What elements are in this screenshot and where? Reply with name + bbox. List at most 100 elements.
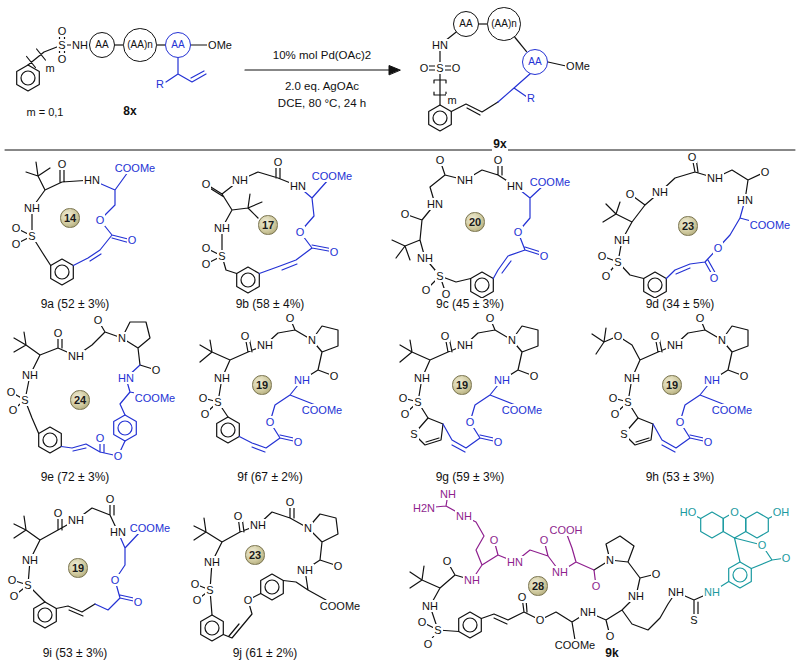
atom-label: COOMe <box>114 162 156 174</box>
bond-lines <box>666 200 762 279</box>
bond-lines <box>602 157 765 279</box>
aromatic-circle <box>43 433 57 447</box>
ring-size: 14 <box>64 213 76 224</box>
atom-label: NH <box>706 172 724 184</box>
atom-label: NH <box>493 374 511 386</box>
aromatic-circle <box>648 278 662 292</box>
atom-label: NH <box>23 202 41 214</box>
structure-9i <box>12 499 140 628</box>
aromatic-circle <box>433 111 447 125</box>
atom-label: NH <box>579 606 597 618</box>
benzene-ring <box>217 417 240 443</box>
atom-label: O <box>293 436 304 448</box>
atom-label: m <box>446 94 457 106</box>
atom-label: O <box>625 188 636 200</box>
atom-label: O <box>601 270 612 282</box>
atom-label: O <box>440 330 451 342</box>
bond-lines <box>392 160 515 294</box>
ring-size-badge: 19 <box>662 375 681 394</box>
atom-label: NH <box>21 369 39 381</box>
compound-label: 9j (61 ± 2%) <box>232 647 299 660</box>
atom-label: S <box>413 396 422 408</box>
bond-line <box>515 37 527 52</box>
atom-label: O <box>417 616 428 628</box>
structure-9f <box>200 318 338 452</box>
atom-label: O <box>243 594 254 606</box>
bond-lines <box>688 512 786 592</box>
benzene-ring <box>471 272 494 298</box>
atom-label: R <box>526 92 536 104</box>
ring-size: 19 <box>456 380 468 391</box>
atom-label: NH <box>463 574 481 586</box>
atom-label: OMe <box>207 39 233 51</box>
atom-label: O <box>610 408 621 420</box>
atom-label: S <box>23 579 32 591</box>
bond-lines <box>410 536 712 644</box>
benzene-ring <box>51 259 74 285</box>
bond-lines <box>424 29 566 115</box>
atom-label: R <box>155 78 165 90</box>
atom-label: NH <box>231 174 249 186</box>
atom-label: O <box>201 258 212 270</box>
atom-label: O <box>695 312 706 324</box>
atom-label: NH <box>551 566 569 578</box>
atom-label: COOMe <box>501 404 543 416</box>
bond-lines <box>16 162 92 266</box>
atom-label: O <box>7 574 18 586</box>
ring-size-badge: 19 <box>452 375 471 394</box>
atom-label: HO <box>679 506 698 518</box>
amino-acid-circle: AA <box>89 32 115 58</box>
atom-label: NH <box>456 174 474 186</box>
reaction-condition: DCE, 80 °C, 24 h <box>277 97 367 110</box>
atom-label: O <box>53 507 64 519</box>
aromatic-circle <box>475 278 489 292</box>
atom-label: S <box>20 394 29 406</box>
atom-label: HN <box>506 556 524 568</box>
atom-label: HN <box>109 526 127 538</box>
atom-label: O <box>57 158 68 170</box>
amino-acid-text: AA <box>171 40 184 50</box>
arrow-head <box>389 66 400 75</box>
atom-label: NH <box>703 374 721 386</box>
bond-lines <box>194 502 338 638</box>
atom-label: O <box>419 62 430 74</box>
arrow-shaft <box>245 69 392 70</box>
atom-label: NH <box>667 586 685 598</box>
atom-label: O <box>613 330 624 342</box>
structure-9j <box>194 502 338 641</box>
atom-label: O <box>233 510 244 522</box>
atom-label: O <box>273 156 284 168</box>
bond-lines <box>493 184 545 279</box>
atom-label: NH <box>613 234 631 246</box>
ring-size-badge: 19 <box>252 375 271 394</box>
atom-label: O <box>451 62 462 74</box>
atom-label: O <box>485 312 496 324</box>
atom-label: O <box>398 392 409 404</box>
benzene-ring <box>201 615 224 641</box>
atom-label: O <box>329 370 340 382</box>
atom-label: O <box>11 222 22 234</box>
atom-label: S <box>205 584 214 596</box>
bond-lines <box>61 365 150 456</box>
atom-label: NH <box>256 339 274 351</box>
atom-label: N <box>307 334 317 346</box>
atom-label: COOMe <box>529 176 571 188</box>
atom-label: O <box>53 327 64 339</box>
bond-lines <box>73 172 132 266</box>
atom-label: O <box>11 238 22 250</box>
atom-label: O <box>57 53 68 65</box>
atom-label: O <box>285 312 296 324</box>
ring-size: 19 <box>72 563 84 574</box>
atom-label: NH <box>293 374 311 386</box>
atom-label: O <box>757 539 768 551</box>
atom-label: OMe <box>565 60 591 72</box>
atom-label: NH <box>623 372 641 384</box>
compound-label: 9x <box>492 138 507 151</box>
benzene-ring <box>17 65 40 91</box>
ring-size-badge: 20 <box>465 212 484 231</box>
ring-size-badge: 14 <box>60 208 79 227</box>
atom-label: OH <box>772 506 791 518</box>
atom-label: O <box>201 242 212 254</box>
atom-label: S <box>435 270 444 282</box>
bond-lines <box>11 320 156 434</box>
